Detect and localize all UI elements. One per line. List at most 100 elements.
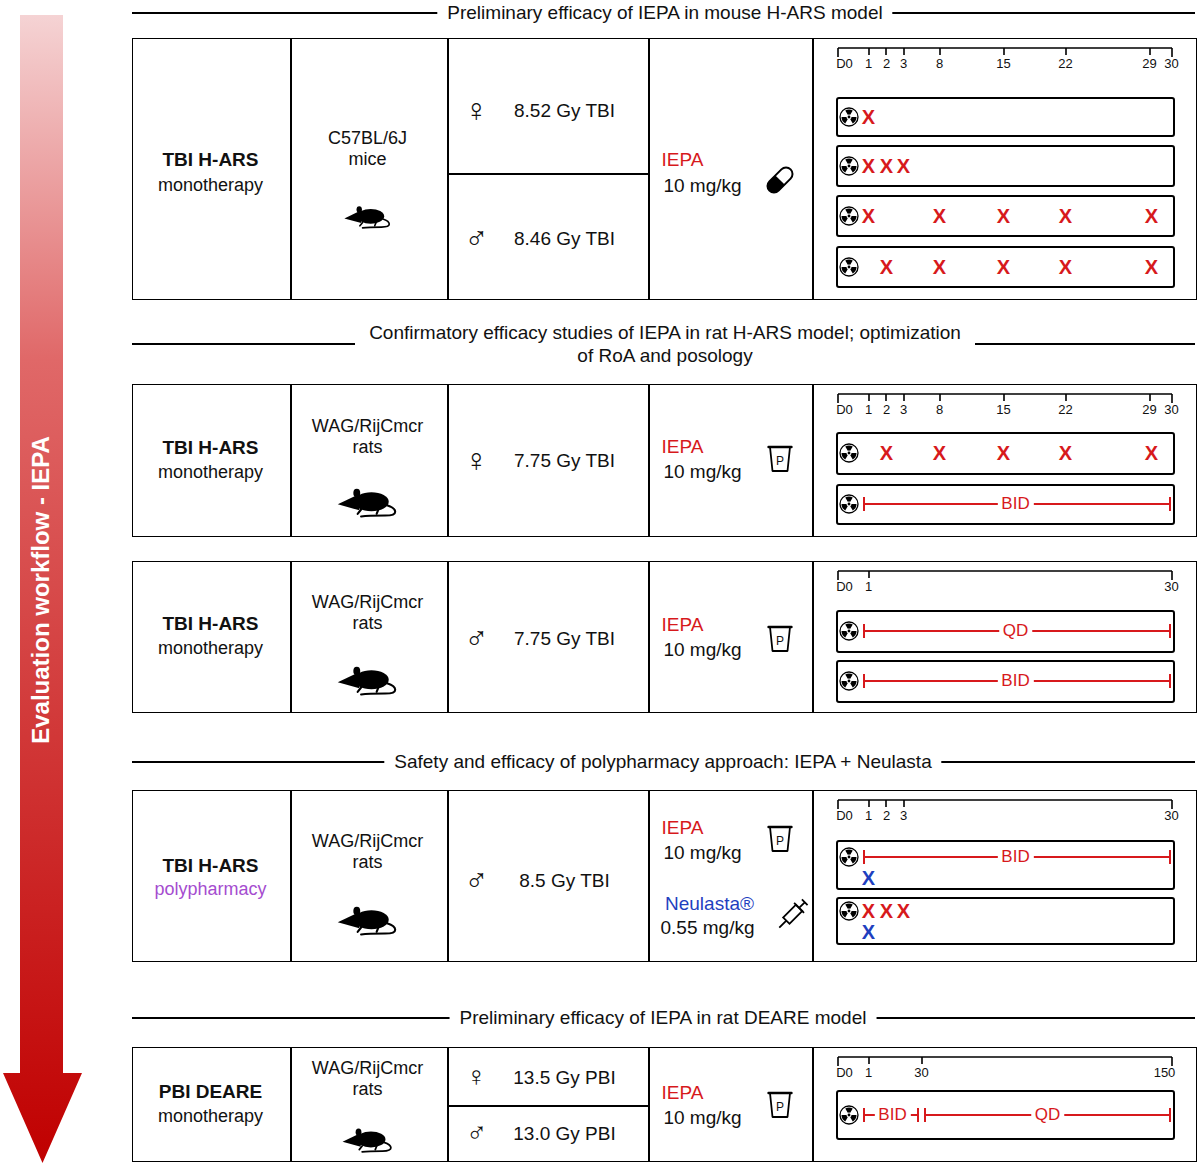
- day-label: D0: [836, 1065, 853, 1081]
- dose-mark: X: [862, 866, 875, 890]
- day-label: 3: [900, 808, 907, 824]
- dosing-bar: X: [836, 97, 1175, 137]
- day-label: 1: [865, 1065, 872, 1081]
- cell-text: ♀: [465, 440, 489, 478]
- cell-text: C57BL/6J mice: [318, 128, 418, 171]
- dose-mark: X: [862, 105, 875, 129]
- day-label: 3: [900, 56, 907, 72]
- day-label: 2: [883, 402, 890, 418]
- drug-cell: IEPA10 mg/kg: [648, 561, 814, 713]
- cell-text: TBI H-ARS: [162, 148, 258, 171]
- day-label: 1: [865, 402, 872, 418]
- dose-mark: QD: [1031, 1104, 1065, 1124]
- cell-text: TBI H-ARS: [162, 854, 258, 877]
- day-label: 8: [936, 402, 943, 418]
- cell-text: TBI H-ARS: [162, 612, 258, 635]
- cell-text: WAG/RijCmcr rats: [298, 1058, 438, 1101]
- dose-mark: X: [880, 255, 893, 279]
- dosing-bar: BID X: [836, 840, 1175, 890]
- dose-mark: X: [862, 154, 875, 178]
- cell-text: WAG/RijCmcr rats: [298, 416, 438, 459]
- species-cell: WAG/RijCmcr rats: [290, 790, 449, 962]
- dose-mark: X: [997, 204, 1010, 228]
- dose-mark: X: [880, 899, 893, 923]
- model-cell: TBI H-ARSmonotherapy: [132, 561, 292, 713]
- cell-text: IEPA: [662, 816, 704, 839]
- dose-mark: X: [1145, 441, 1158, 465]
- day-label: 15: [996, 402, 1010, 418]
- cell-text: 10 mg/kg: [663, 638, 741, 661]
- day-label: 29: [1142, 402, 1156, 418]
- cell-text: 10 mg/kg: [663, 1106, 741, 1129]
- cell-text: 7.75 Gy TBI: [514, 627, 615, 650]
- timeline-cell: D0130QDBID: [812, 561, 1197, 713]
- drug-cell: IEPA10 mg/kg: [648, 384, 814, 537]
- cell-text: 8.52 Gy TBI: [514, 99, 615, 122]
- dose-cell: ♀ 8.52 Gy TBI: [447, 38, 650, 175]
- dose-mark: X: [933, 441, 946, 465]
- cell-text: PBI DEARE: [159, 1080, 262, 1103]
- dose-mark: X: [862, 204, 875, 228]
- dose-mark: X: [1145, 204, 1158, 228]
- dose-mark: QD: [999, 620, 1033, 640]
- cell-text: 10 mg/kg: [663, 460, 741, 483]
- drug-cell: IEPA10 mg/kg: [648, 1047, 814, 1162]
- day-label: D0: [836, 579, 853, 595]
- dose-mark: X: [997, 255, 1010, 279]
- cell-text: 13.5 Gy PBI: [513, 1066, 615, 1089]
- dose-mark: BID: [874, 1104, 910, 1124]
- timeline-cell: D012330BIDXXXXX: [812, 790, 1197, 962]
- timeline-cell: D0130150BIDQD: [812, 1047, 1197, 1162]
- dose-mark: X: [880, 441, 893, 465]
- day-label: 30: [914, 1065, 928, 1081]
- day-label: 15: [996, 56, 1010, 72]
- cell-text: Neulasta®: [665, 892, 754, 915]
- cup-letter: P: [776, 834, 784, 848]
- syringe-icon: [774, 897, 809, 932]
- section-header: Preliminary efficacy of IEPA in rat DEAR…: [450, 1007, 877, 1030]
- cell-text: 10 mg/kg: [663, 841, 741, 864]
- dose-cell: ♀ 7.75 Gy TBI: [447, 384, 650, 537]
- dosing-bar: XXX: [836, 145, 1175, 187]
- cell-text: TBI H-ARS: [162, 436, 258, 459]
- cell-text: ♀: [466, 1060, 487, 1094]
- day-label: D0: [836, 56, 853, 72]
- cup-letter: P: [776, 1100, 784, 1114]
- dose-mark: X: [897, 899, 910, 923]
- day-label: 1: [865, 56, 872, 72]
- cell-text: IEPA: [662, 435, 704, 458]
- day-label: 30: [1164, 808, 1178, 824]
- dose-mark: X: [933, 204, 946, 228]
- timeline-cell: D0123815222930XXXXXBID: [812, 384, 1197, 537]
- day-label: 2: [883, 56, 890, 72]
- model-cell: TBI H-ARSmonotherapy: [132, 384, 292, 537]
- day-label: 3: [900, 402, 907, 418]
- dosing-bar: QD: [836, 610, 1175, 653]
- species-cell: C57BL/6J mice: [290, 38, 449, 300]
- dose-mark: X: [862, 899, 875, 923]
- dose-mark: X: [1059, 255, 1072, 279]
- cell-text: ♂: [465, 860, 489, 898]
- cell-text: WAG/RijCmcr rats: [298, 831, 438, 874]
- dose-mark: X: [862, 920, 875, 944]
- cell-text: ♀: [465, 90, 489, 128]
- dose-mark: X: [1059, 204, 1072, 228]
- cell-text: WAG/RijCmcr rats: [298, 592, 438, 635]
- dosing-bar: BID QD: [836, 1090, 1175, 1140]
- cup-letter: P: [776, 454, 784, 468]
- dosing-bar: XXXXX: [836, 432, 1175, 475]
- cell-text: 10 mg/kg: [663, 174, 741, 197]
- cell-text: ♂: [466, 1116, 487, 1150]
- dose-mark: X: [997, 441, 1010, 465]
- day-label: 30: [1164, 579, 1178, 595]
- cell-text: monotherapy: [158, 175, 263, 197]
- cell-text: 7.75 Gy TBI: [514, 449, 615, 472]
- cell-text: Evaluation workflow - IEPA: [27, 436, 56, 744]
- species-cell: WAG/RijCmcr rats: [290, 384, 449, 537]
- cell-text: IEPA: [662, 148, 704, 171]
- dosing-bar: XXXXX: [836, 246, 1175, 288]
- drug-cell: IEPA 10 mg/kg: [648, 38, 814, 300]
- dose-mark: BID: [997, 846, 1033, 866]
- cell-text: IEPA: [662, 613, 704, 636]
- cell-text: 13.0 Gy PBI: [513, 1122, 615, 1145]
